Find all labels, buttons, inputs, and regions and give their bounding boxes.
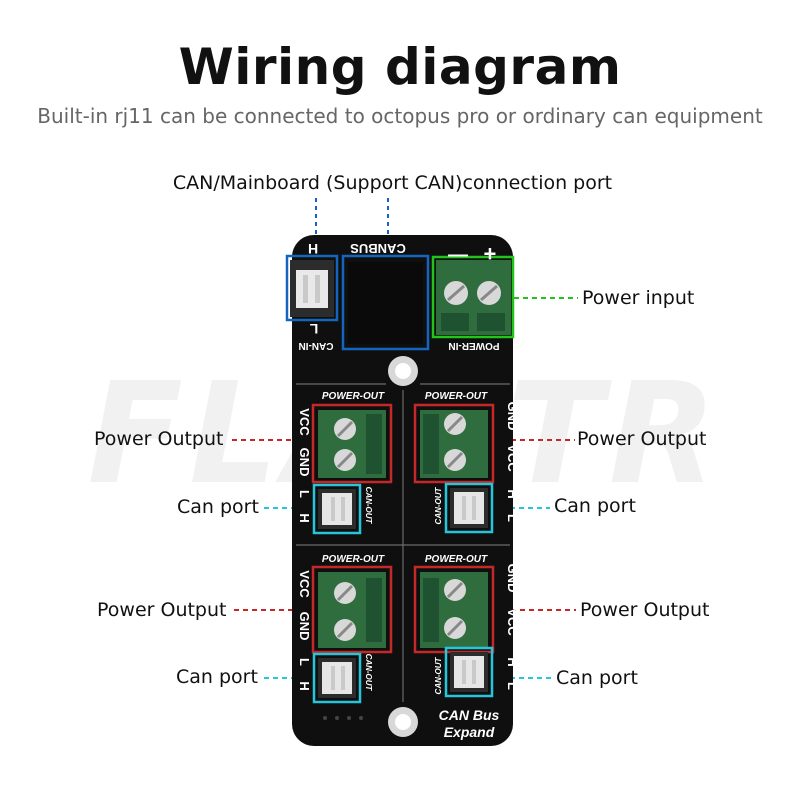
- power-out-terminal-1: [311, 403, 393, 484]
- page-subtitle: Built-in rj11 can be connected to octopu…: [37, 104, 763, 128]
- power-in-label: POWER-IN: [448, 340, 499, 351]
- power-output-label-2: Power Output: [577, 428, 707, 450]
- can-in-highlight: [285, 254, 339, 322]
- page-title: Wiring diagram: [178, 38, 622, 96]
- power-out-label-2: POWER-OUT: [425, 391, 488, 402]
- power-output-label-3: Power Output: [97, 599, 227, 621]
- canbus-label: CANBUS: [350, 241, 406, 256]
- gnd-label-3: GND: [297, 612, 312, 641]
- power-out-label-1: POWER-OUT: [322, 391, 385, 402]
- mounting-hole-bottom: [388, 707, 418, 737]
- l-label-top: L: [309, 321, 318, 337]
- can-out-label-3: CAN-OUT: [364, 654, 373, 692]
- can-out-label-4: CAN-OUT: [434, 656, 443, 694]
- vcc-label-2: VCC: [505, 444, 520, 472]
- h-label-1: H: [297, 513, 312, 522]
- vcc-label-1: VCC: [297, 408, 312, 436]
- plus-label: +: [484, 241, 497, 266]
- gnd-label-1: GND: [297, 448, 312, 477]
- vcc-label-3: VCC: [297, 570, 312, 598]
- power-input-label: Power input: [582, 287, 695, 309]
- power-output-label-1: Power Output: [94, 428, 224, 450]
- can-port-4: [444, 646, 494, 698]
- can-in-connector: [285, 254, 339, 322]
- can-out-label-1: CAN-OUT: [364, 487, 373, 525]
- l-label-1: L: [297, 490, 312, 498]
- power-out-terminal-2: [413, 403, 495, 484]
- gnd-label-2: GND: [505, 402, 520, 431]
- h-label-top: H: [308, 241, 318, 257]
- can-mainboard-label: CAN/Mainboard (Support CAN)connection po…: [172, 172, 613, 194]
- rj11-connector: [341, 254, 430, 351]
- can-port-label-4: Can port: [556, 667, 638, 689]
- power-out-label-3: POWER-OUT: [322, 554, 385, 565]
- can-port-2: [444, 482, 494, 534]
- l-label-2: L: [505, 514, 520, 522]
- l-label-3: L: [297, 658, 312, 666]
- power-out-terminal-3: [311, 565, 393, 654]
- can-port-label-2: Can port: [554, 495, 636, 517]
- h-label-2: H: [505, 489, 520, 498]
- can-port-label-3: Can port: [176, 666, 258, 688]
- h-label-4: H: [505, 657, 520, 666]
- minus-label: —: [448, 245, 468, 267]
- can-in-label: CAN-IN: [299, 340, 334, 351]
- can-port-1: [312, 483, 362, 535]
- h-label-3: H: [297, 681, 312, 690]
- power-in-highlight: [431, 255, 515, 339]
- mounting-hole-top: [388, 356, 418, 386]
- can-port-3: [312, 652, 362, 704]
- vcc-label-4: VCC: [505, 608, 520, 636]
- power-out-label-4: POWER-OUT: [425, 554, 488, 565]
- can-out-label-2: CAN-OUT: [434, 486, 443, 524]
- can-bus-label: CAN Bus: [439, 707, 500, 723]
- gnd-label-4: GND: [505, 564, 520, 593]
- power-in-terminal: [431, 255, 515, 339]
- expand-label: Expand: [444, 724, 495, 740]
- can-port-label-1: Can port: [177, 496, 259, 518]
- power-output-label-4: Power Output: [580, 599, 710, 621]
- l-label-4: L: [505, 682, 520, 690]
- power-out-terminal-4: [413, 565, 495, 654]
